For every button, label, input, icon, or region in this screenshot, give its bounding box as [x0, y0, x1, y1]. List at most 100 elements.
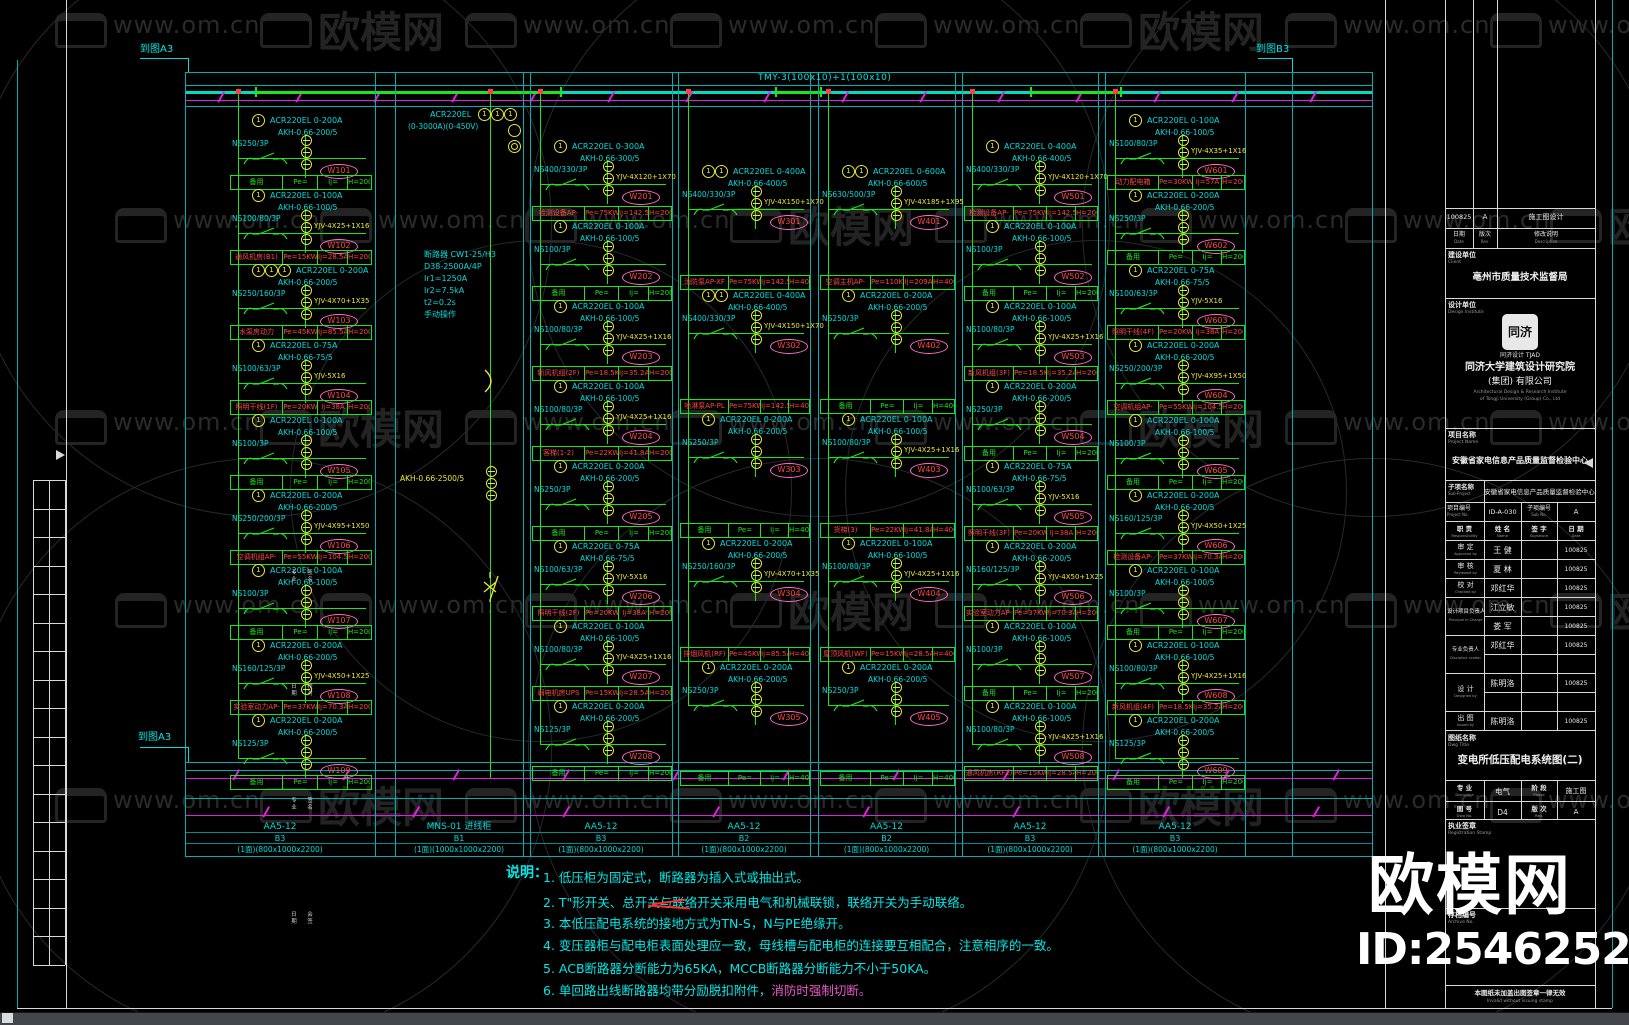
meter-circle: 1 — [1129, 639, 1142, 652]
sig-strip-grid — [33, 480, 65, 481]
ct-circle — [301, 735, 312, 746]
feeder-cell: H=200 — [1221, 776, 1243, 789]
ct-dash — [303, 227, 310, 228]
cable-label: YJV-4X25+1X16 — [314, 222, 370, 230]
breaker-label: NS100/80/3P — [1109, 664, 1158, 673]
ct-circle — [891, 198, 902, 209]
feeder-cell: 备用 — [551, 769, 566, 777]
breaker-label: NS100/3P — [1109, 439, 1146, 448]
sig-strip-grid — [33, 537, 65, 539]
ct-circle — [603, 161, 614, 172]
ct-circle — [1178, 372, 1189, 383]
sig-strip-label: 日 期 — [290, 910, 296, 924]
cable-label: YJV-4X25+1X16 — [1191, 672, 1247, 680]
feeder-cell: H=400 — [788, 648, 809, 661]
ct-circle — [1178, 384, 1189, 395]
ct-dash — [605, 590, 612, 591]
circuit-line — [238, 383, 366, 384]
feeder-cell: H=200 — [1075, 287, 1097, 300]
ct-circle — [1178, 609, 1189, 620]
ct-label: AKH-0.66-100/5 — [1155, 428, 1215, 437]
spec-value: 电气 — [1495, 787, 1510, 796]
ct-dash — [1180, 389, 1187, 390]
feeder-cell: Ij= — [903, 772, 933, 785]
meter-circle: 1 — [986, 460, 999, 473]
ct-circle — [301, 309, 312, 320]
dwgno-label: 图 号 — [1456, 805, 1473, 813]
cable-label: YJV-4X150+1X70 — [764, 198, 824, 206]
sig-strip-grid — [33, 907, 65, 909]
ct-dash — [1180, 440, 1187, 441]
ct-label: AKH-0.66-200/5 — [1155, 203, 1215, 212]
switch-symbol — [692, 574, 740, 590]
rev-header-en: Date — [1454, 239, 1464, 244]
feeder-cell: Ij= — [1192, 251, 1222, 264]
ct-circle — [301, 459, 312, 470]
ct-circle — [751, 434, 762, 445]
feeder-cell: 排烟风机(RF) — [683, 650, 726, 658]
circuit-line — [540, 664, 666, 665]
feeder-cell: H=200 — [1075, 607, 1097, 620]
tb-bottom-note: 本图纸未加盖出图签章一律无效 — [1474, 989, 1566, 997]
panel-name: MNS-01 进线柜 — [426, 822, 492, 832]
meter-label: ACR220EL 0-200A — [860, 291, 933, 300]
feeder-cell: 照明干线(4F) — [1112, 328, 1154, 336]
feeder-cell: Pe= — [1013, 447, 1047, 460]
switch-symbol — [544, 497, 592, 513]
panel-name: AA5-12 — [263, 822, 297, 832]
ct-dash — [1180, 464, 1187, 465]
meter-circle: 1 — [702, 165, 715, 178]
ct-circle — [301, 510, 312, 521]
sig-name: 陈明洛 — [1490, 717, 1515, 726]
ct-circle — [891, 186, 902, 197]
switch-symbol — [1119, 301, 1167, 317]
feeder-cell: 新风机组(3F) — [968, 369, 1010, 377]
feeder-cell: H=200 — [1221, 626, 1243, 639]
switch-symbol — [976, 657, 1024, 673]
breaker-label: NS250/3P — [822, 314, 859, 323]
sig-strip-grid — [33, 679, 65, 681]
panel-code: B1 — [453, 834, 465, 843]
meter-circle: 1 — [715, 289, 728, 302]
feeder-cell: Pe= — [584, 527, 619, 540]
dwg-label: 图纸名称 — [1448, 734, 1476, 742]
circuit-line — [1115, 233, 1239, 234]
feeder-cell: Pe= — [870, 400, 904, 413]
circuit-tag: W207 — [622, 670, 660, 685]
meter-circle: 1 — [478, 108, 491, 121]
ct-dash — [893, 203, 900, 204]
ct-circle — [301, 210, 312, 221]
feeder-cell: Ij= — [317, 776, 348, 789]
meter-label: ACR220EL 0-100A — [1147, 566, 1220, 575]
breaker-label: NS100/80/3P — [534, 405, 583, 414]
feeder-cell: 水泵房动力 — [239, 328, 274, 336]
ct-dash — [488, 483, 495, 484]
ct-dash — [893, 463, 900, 464]
sig-role: 出 图 — [1457, 713, 1474, 722]
stamp-label: 执业签章 — [1448, 822, 1476, 830]
circuit-tag: W303 — [770, 463, 808, 478]
circuit-tag: W501 — [1054, 190, 1092, 205]
meter-label: ACR220EL 0-200A — [720, 415, 793, 424]
ct-dash — [1037, 646, 1044, 647]
ct-circle — [301, 372, 312, 383]
note-item: 3. 本低压配电系统的接地方式为TN-S，N与PE绝缘开。 — [543, 916, 1373, 934]
ct-label: AKH-0.66-100/5 — [580, 234, 640, 243]
circuit-line — [238, 533, 366, 534]
meter-circle: 1 — [1129, 264, 1142, 277]
ct-circle — [891, 210, 902, 221]
pe-bus — [185, 100, 1372, 101]
feeder-cell: 通风机房(RF2) — [965, 769, 1013, 777]
circuit-tag: W505 — [1054, 510, 1092, 525]
cable-label: YJV-4X95+1X50 — [314, 522, 370, 530]
ct-dash — [605, 510, 612, 511]
feeder-cell: Pe= — [1013, 287, 1047, 300]
